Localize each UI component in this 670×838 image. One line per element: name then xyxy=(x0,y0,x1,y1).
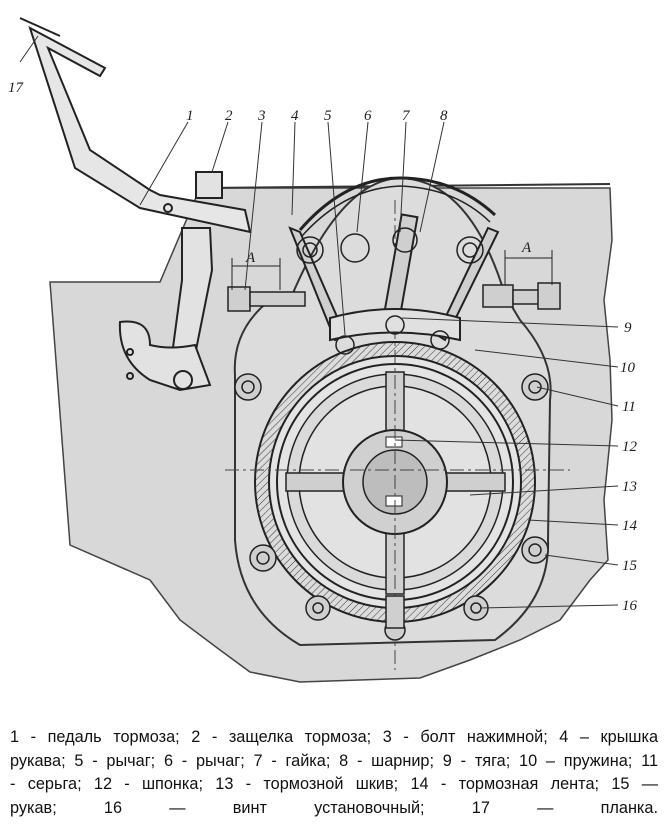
dimension-label-a-left: А xyxy=(245,250,256,266)
brake-pedal xyxy=(19,17,252,234)
dome-cover xyxy=(298,176,497,231)
figure-legend: 1 - педаль тормоза; 2 - защелка тормоза;… xyxy=(10,726,658,820)
legend-line-2: рукава; 5 - рычаг; 6 - рычаг; 7 - гайка;… xyxy=(10,751,658,770)
callout-14: 14 xyxy=(622,518,638,534)
spring-right xyxy=(456,236,484,264)
callout-9: 9 xyxy=(624,320,632,336)
dimension-label-a-right: А xyxy=(521,240,532,256)
callout-2: 2 xyxy=(225,108,233,124)
brake-assembly-drawing: А А xyxy=(8,17,638,683)
legend-line-1: 1 - педаль тормоза; 2 - защелка тормоза;… xyxy=(10,728,658,746)
key xyxy=(385,436,403,448)
set-screw xyxy=(385,595,405,629)
callout-7: 7 xyxy=(402,108,411,124)
callout-15: 15 xyxy=(622,558,638,574)
callout-4: 4 xyxy=(291,108,299,124)
legend-line-3: - серьга; 12 - шпонка; 13 - тормозной шк… xyxy=(10,775,658,793)
callout-5: 5 xyxy=(324,108,332,124)
callout-13: 13 xyxy=(622,479,637,495)
brake-latch xyxy=(118,171,223,392)
spring-left xyxy=(296,236,324,264)
callout-6: 6 xyxy=(364,108,372,124)
pressure-bolts xyxy=(227,282,561,312)
callout-17: 17 xyxy=(8,80,25,96)
callout-10: 10 xyxy=(620,360,636,376)
callout-16: 16 xyxy=(622,598,638,614)
callout-1: 1 xyxy=(186,108,194,124)
callout-12: 12 xyxy=(622,439,638,455)
legend-line-4: рукав; 16 — винт установочный; 17 — план… xyxy=(10,798,658,817)
callout-11: 11 xyxy=(622,399,636,415)
callout-8: 8 xyxy=(440,108,448,124)
callout-3: 3 xyxy=(257,108,266,124)
lever-right xyxy=(435,226,500,342)
